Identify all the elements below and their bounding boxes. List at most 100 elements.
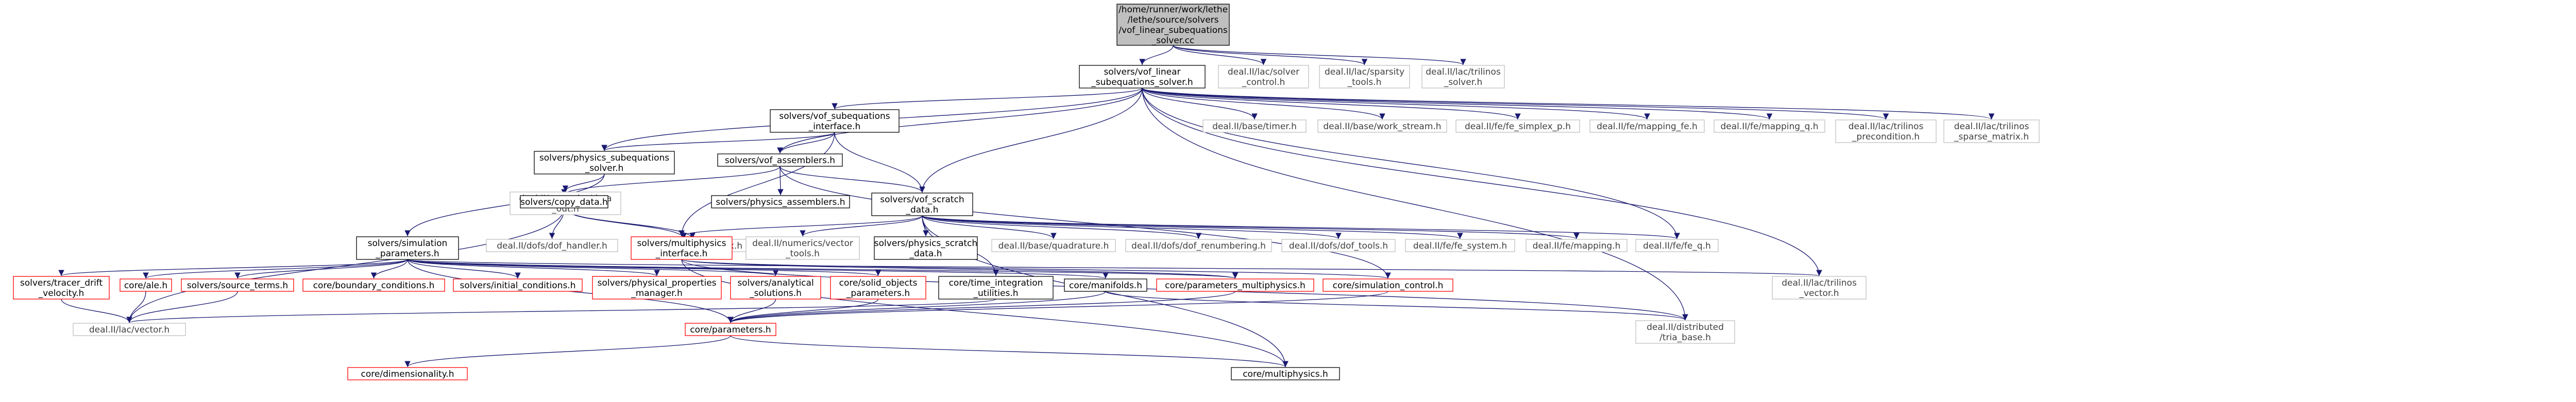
node-box xyxy=(770,109,900,133)
edge xyxy=(777,88,1143,154)
node-dealii-trilinos-vector[interactable]: deal.II/lac/trilinos_vector.h xyxy=(1772,276,1867,300)
node-core-ale[interactable]: core/ale.h xyxy=(120,278,172,292)
node-dealii-tria-base[interactable]: deal.II/distributed/tria_base.h xyxy=(1635,320,1735,344)
node-dealii-fe-simplex-p[interactable]: deal.II/fe/fe_simplex_p.h xyxy=(1455,119,1580,133)
edge-vof-scratch-data-to-dealii-fe-mapping xyxy=(922,215,1580,239)
node-label: _interface.h xyxy=(808,121,861,132)
node-core-manifolds[interactable]: core/manifolds.h xyxy=(1064,278,1147,292)
node-vof-scratch-data[interactable]: solvers/vof_scratch_data.h xyxy=(871,193,973,216)
node-box xyxy=(1281,239,1396,252)
node-label: solvers/physics_subequations xyxy=(539,153,669,163)
node-dealii-lac-vector[interactable]: deal.II/lac/vector.h xyxy=(73,323,186,336)
edge-vof-assemblers-to-copy-data xyxy=(561,166,781,196)
node-dealii-mapping-q[interactable]: deal.II/fe/mapping_q.h xyxy=(1714,119,1825,133)
node-physical-properties-manager[interactable]: solvers/physical_properties_manager.h xyxy=(592,276,722,300)
node-box xyxy=(730,276,821,300)
node-dealii-trilinos-sparse-matrix[interactable]: deal.II/lac/trilinos_sparse_matrix.h xyxy=(1943,119,2040,143)
node-label: deal.II/fe/mapping_fe.h xyxy=(1597,121,1698,132)
node-dealii-sparsity-tools[interactable]: deal.II/lac/sparsity_tools.h xyxy=(1319,65,1410,89)
edge-vof-linear-solver-h-to-dealii-trilinos-sparse-matrix xyxy=(1142,88,1994,120)
edge-vof-linear-solver-h-to-dealii-fe-q xyxy=(1142,88,1680,239)
node-box xyxy=(830,276,926,300)
edge xyxy=(777,166,784,196)
edge xyxy=(834,132,925,193)
node-dealii-dof-renumbering[interactable]: deal.II/dofs/dof_renumbering.h xyxy=(1125,239,1272,252)
node-label: deal.II/distributed xyxy=(1647,322,1724,333)
node-dealii-mapping-fe[interactable]: deal.II/fe/mapping_fe.h xyxy=(1589,119,1705,133)
node-box xyxy=(871,193,973,216)
node-physics-assemblers[interactable]: solvers/physics_assemblers.h xyxy=(711,195,850,208)
edge xyxy=(407,259,660,276)
edge xyxy=(127,299,996,323)
edge xyxy=(601,132,835,151)
node-simulation-control[interactable]: core/simulation_control.h xyxy=(1323,278,1453,292)
node-dealii-dof-handler[interactable]: deal.II/dofs/dof_handler.h xyxy=(486,239,618,252)
node-solid-objects-parameters[interactable]: core/solid_objects_parameters.h xyxy=(830,276,926,300)
node-label: solvers/vof_scratch xyxy=(880,195,964,205)
edge xyxy=(681,259,1391,279)
node-simulation-parameters[interactable]: solvers/simulation_parameters.h xyxy=(356,236,459,260)
edge-simulation-parameters-to-dealii-trilinos-vector xyxy=(407,259,1821,276)
edge xyxy=(1142,88,1258,120)
node-root[interactable]: /home/runner/work/lethe/lethe/source/sol… xyxy=(1116,4,1230,46)
node-label: deal.II/numerics/vector xyxy=(752,238,853,249)
edge-physics-subequations-solver-to-simulation-parameters xyxy=(404,173,605,237)
node-vof-linear-solver-h[interactable]: solvers/vof_linear_subequations_solver.h xyxy=(1079,65,1206,89)
edge xyxy=(407,259,1238,279)
edge-vof-scratch-data-to-dealii-dof-tools xyxy=(922,215,1342,239)
node-tracer-drift-velocity[interactable]: solvers/tracer_drift_velocity.h xyxy=(13,276,110,300)
node-analytical-solutions[interactable]: solvers/analytical_solutions.h xyxy=(730,276,821,300)
node-initial-conditions[interactable]: solvers/initial_conditions.h xyxy=(453,278,583,292)
edge xyxy=(922,215,1057,239)
node-label: solvers/multiphysics xyxy=(637,238,726,249)
node-box xyxy=(991,239,1116,252)
node-label: solvers/initial_conditions.h xyxy=(460,281,576,291)
node-vof-assemblers[interactable]: solvers/vof_assemblers.h xyxy=(717,153,843,167)
node-physics-subequations-solver[interactable]: solvers/physics_subequations_solver.h xyxy=(534,151,675,174)
node-parameters-multiphysics[interactable]: core/parameters_multiphysics.h xyxy=(1156,278,1314,292)
node-dealii-fe-q[interactable]: deal.II/fe/fe_q.h xyxy=(1635,239,1719,252)
node-label: core/manifolds.h xyxy=(1069,281,1142,291)
edge-vof-scratch-data-to-dealii-quadrature xyxy=(922,215,1057,239)
node-vof-subequations-interface[interactable]: solvers/vof_subequations_interface.h xyxy=(770,109,900,133)
node-core-dimensionality[interactable]: core/dimensionality.h xyxy=(347,367,468,380)
node-physics-scratch-data[interactable]: solvers/physics_scratch_data.h xyxy=(874,236,978,260)
node-label: deal.II/fe/fe_q.h xyxy=(1643,241,1711,251)
edge xyxy=(832,88,1143,110)
node-dealii-trilinos-precondition[interactable]: deal.II/lac/trilinos_precondition.h xyxy=(1835,119,1937,143)
node-dealii-timer[interactable]: deal.II/base/timer.h xyxy=(1202,119,1307,133)
edge xyxy=(58,259,408,276)
node-dealii-dof-tools[interactable]: deal.II/dofs/dof_tools.h xyxy=(1281,239,1396,252)
node-box xyxy=(302,278,445,292)
edge-vof-linear-solver-h-to-dealii-trilinos-precondition xyxy=(1142,88,1889,120)
node-dealii-trilinos-solver[interactable]: deal.II/lac/trilinos_solver.h xyxy=(1421,65,1505,89)
edge xyxy=(1139,45,1174,65)
node-core-parameters[interactable]: core/parameters.h xyxy=(685,323,776,336)
edge-simulation-parameters-to-tracer-drift-velocity xyxy=(58,259,408,276)
node-core-multiphysics[interactable]: core/multiphysics.h xyxy=(1231,367,1340,380)
node-boundary-conditions[interactable]: core/boundary_conditions.h xyxy=(302,278,445,292)
node-dealii-fe-mapping[interactable]: deal.II/fe/mapping.h xyxy=(1526,239,1628,252)
edge-simulation-parameters-to-core-manifolds xyxy=(407,259,1108,279)
node-copy-data[interactable]: solvers/copy_data.h xyxy=(520,195,608,208)
node-source-terms[interactable]: solvers/source_terms.h xyxy=(181,278,294,292)
node-label: _interface.h xyxy=(655,249,708,259)
edge-simulation-parameters-to-initial-conditions xyxy=(407,259,521,279)
node-box xyxy=(453,278,583,292)
node-time-integration-utilities[interactable]: core/time_integration_utilities.h xyxy=(938,276,1054,300)
edge-vof-scratch-data-to-dealii-fe-system xyxy=(922,215,1463,239)
node-dealii-fe-system[interactable]: deal.II/fe/fe_system.h xyxy=(1405,239,1515,252)
node-box xyxy=(1589,119,1705,133)
edge-simulation-parameters-to-analytical-solutions xyxy=(407,259,778,276)
edge-vof-linear-solver-h-to-dealii-fe-simplex-p xyxy=(1142,88,1521,120)
node-multiphysics-interface[interactable]: solvers/multiphysics_interface.h xyxy=(631,236,733,260)
node-box xyxy=(874,236,978,260)
node-dealii-work-stream[interactable]: deal.II/base/work_stream.h xyxy=(1317,119,1447,133)
edge-vof-assemblers-to-simulation-control xyxy=(779,166,1391,279)
node-label: core/multiphysics.h xyxy=(1243,369,1328,379)
edge-vof-linear-solver-h-to-dealii-tria-base xyxy=(1142,88,1688,321)
node-dealii-solver-control[interactable]: deal.II/lac/solver_control.h xyxy=(1218,65,1309,89)
node-dealii-vector-tools[interactable]: deal.II/numerics/vector_tools.h xyxy=(745,236,860,260)
node-dealii-quadrature[interactable]: deal.II/base/quadrature.h xyxy=(991,239,1116,252)
